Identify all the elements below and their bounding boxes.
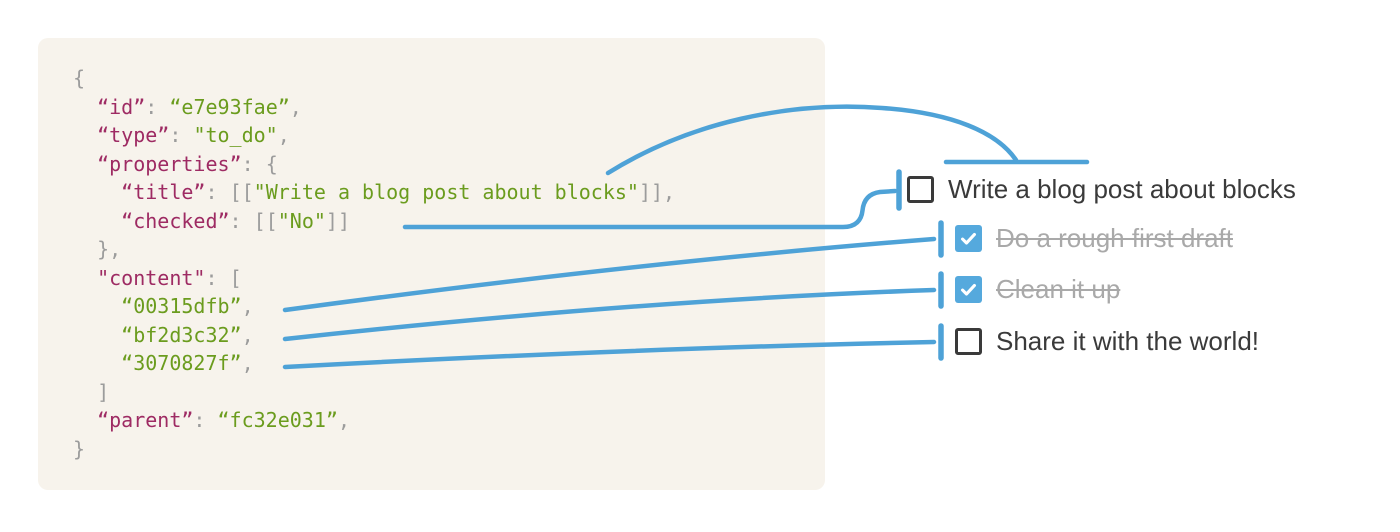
todo-item-label: Clean it up [996,274,1121,304]
code-line: "content": [ [73,264,675,293]
code-line: “parent”: “fc32e031”, [73,406,675,435]
check-mark-icon [961,283,976,296]
json-string: “fc32e031” [217,408,338,432]
json-punctuation [73,408,97,432]
json-key: "content" [97,265,206,290]
json-punctuation: { [73,66,86,90]
json-punctuation [73,209,121,233]
todo-item: Clean it up [955,276,1120,303]
code-line: “title”: [["Write a blog post about bloc… [73,178,675,207]
todo-item: Write a blog post about blocks [907,176,1296,203]
checkbox-checked-icon[interactable] [955,225,982,252]
json-punctuation: ] [97,379,110,404]
json-key: “title” [121,180,206,204]
json-string: "No" [277,208,326,233]
json-key: “parent” [97,408,194,432]
todo-item: Share it with the world! [955,328,1259,355]
todo-item-label: Share it with the world! [996,326,1260,356]
json-punctuation: : [145,94,170,119]
json-string: “e7e93fae” [169,94,290,119]
json-punctuation [73,294,121,318]
json-punctuation: , [241,294,254,318]
json-punctuation [73,266,97,290]
json-string: "to_do" [193,123,278,147]
json-punctuation [73,95,97,119]
json-punctuation [73,351,121,375]
code-line: “properties”: { [73,150,675,179]
checkbox-unchecked-icon[interactable] [955,328,982,355]
json-punctuation: : [229,208,254,233]
json-punctuation: }, [97,237,122,261]
code-line: “3070827f”, [73,349,675,378]
json-punctuation [73,323,121,347]
check-mark-icon [961,232,976,245]
json-string: “bf2d3c32” [121,322,242,347]
json-punctuation [73,237,97,261]
json-punctuation: , [289,94,302,119]
json-punctuation: , [241,351,254,375]
json-punctuation [73,380,97,404]
json-key: “properties” [97,151,242,176]
code-line: { [73,64,675,93]
json-punctuation: { [265,151,278,176]
json-punctuation: ]] [325,208,350,233]
code-line: “id”: “e7e93fae”, [73,93,675,122]
json-punctuation: : [241,151,266,176]
json-punctuation [73,152,97,176]
json-string: “00315dfb” [121,294,242,318]
json-punctuation: [ [229,265,242,290]
todo-item-label: Do a rough first draft [996,223,1233,253]
json-punctuation: , [241,322,254,347]
checkbox-checked-icon[interactable] [955,276,982,303]
json-punctuation: : [205,265,230,290]
json-punctuation [73,123,97,147]
json-code: { “id”: “e7e93fae”, “type”: "to_do", “pr… [73,64,675,463]
json-key: “id” [97,94,146,119]
json-punctuation: : [169,123,194,147]
json-punctuation: : [193,408,218,432]
code-line: } [73,435,675,464]
json-key: “checked” [121,208,230,233]
json-punctuation [73,180,121,204]
json-code-block: { “id”: “e7e93fae”, “type”: "to_do", “pr… [38,38,825,490]
json-punctuation: , [337,408,350,432]
checkbox-unchecked-icon[interactable] [907,176,934,203]
json-punctuation: : [205,180,230,204]
code-line: “checked”: [["No"]] [73,207,675,236]
json-punctuation: [[ [253,208,278,233]
code-line: }, [73,235,675,264]
code-line: “00315dfb”, [73,292,675,321]
code-line: ] [73,378,675,407]
json-key: “type” [97,123,170,147]
todo-item: Do a rough first draft [955,225,1233,252]
todo-item-label: Write a blog post about blocks [948,174,1296,204]
json-punctuation: ]], [638,180,676,204]
code-line: “bf2d3c32”, [73,321,675,350]
json-punctuation: } [73,436,86,461]
json-string: “3070827f” [121,351,242,375]
json-punctuation: [[ [229,180,254,204]
json-string: "Write a blog post about blocks" [253,180,639,204]
json-punctuation: , [277,123,290,147]
code-line: “type”: "to_do", [73,121,675,150]
